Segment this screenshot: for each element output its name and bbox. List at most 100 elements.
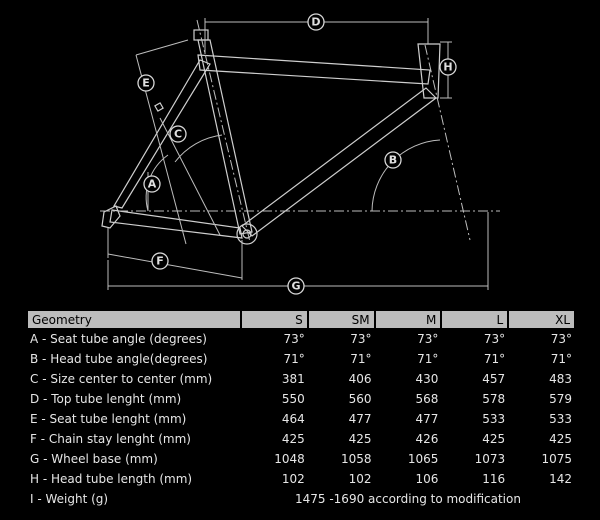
cell-value: 71° (417, 352, 439, 366)
cell-value: 464 (281, 412, 305, 426)
row-label: I - Weight (g) (30, 492, 109, 506)
label-d: D (307, 13, 325, 31)
cell-value: 426 (415, 432, 439, 446)
cell-value: 477 (348, 412, 372, 426)
cell-value: 102 (348, 472, 372, 486)
bottom-bracket-inner (242, 229, 252, 239)
cell-value: 406 (348, 372, 372, 386)
cell-value: 71° (550, 352, 572, 366)
chain-stay (109, 209, 243, 239)
label-a: A (143, 175, 161, 193)
header-size: SM (308, 311, 374, 328)
cell-value: 483 (549, 372, 572, 386)
table-row: E - Seat tube lenght (mm) 464 477 477 53… (28, 410, 574, 428)
seat-tube (197, 39, 253, 235)
label-b: B (384, 151, 402, 169)
bottom-bracket (236, 223, 258, 245)
row-label: E - Seat tube lenght (mm) (30, 412, 187, 426)
cell-value: 533 (549, 412, 572, 426)
cell-value: 1073 (474, 452, 506, 466)
cell-value: 430 (415, 372, 439, 386)
header-geometry: Geometry (28, 311, 240, 328)
table-row: B - Head tube angle(degrees) 71° 71° 71°… (28, 350, 574, 368)
table-row: C - Size center to center (mm) 381 406 4… (28, 370, 574, 388)
header-size: S (241, 311, 307, 328)
row-label: H - Head tube length (mm) (30, 472, 193, 486)
cell-value: 1048 (274, 452, 305, 466)
row-label: G - Wheel base (mm) (30, 452, 158, 466)
steering-axis-line (424, 44, 471, 241)
bottle-boss (154, 102, 164, 112)
svg-text:A: A (148, 178, 157, 191)
cell-value: 550 (281, 392, 305, 406)
cell-value: 73° (550, 332, 572, 346)
seat-stay (113, 59, 211, 209)
cell-value: 73° (483, 332, 506, 346)
row-label: C - Size center to center (mm) (30, 372, 213, 386)
cell-value: 560 (348, 392, 372, 406)
cell-value: 457 (482, 372, 506, 386)
header-size: M (375, 311, 441, 328)
dimension-lines (107, 18, 489, 290)
diagram-labels: D H E C A B F G (137, 13, 457, 295)
cell-value: 568 (415, 392, 439, 406)
table-row: A - Seat tube angle (degrees) 73° 73° 73… (28, 330, 574, 348)
head-tube (417, 43, 441, 99)
header-size: L (442, 311, 508, 328)
cell-value: 425 (348, 432, 372, 446)
svg-text:D: D (311, 16, 320, 29)
down-tube (241, 87, 437, 237)
center-lines (100, 19, 500, 243)
table-header-row: Geometry S SM M L XL (28, 311, 574, 328)
rear-dropout (101, 205, 121, 229)
svg-text:F: F (156, 255, 164, 268)
cell-value: 579 (549, 392, 572, 406)
svg-text:H: H (443, 61, 452, 74)
label-h: H (439, 58, 457, 76)
cell-value: 142 (549, 472, 572, 486)
cell-value: 71° (283, 352, 305, 366)
cell-value: 1065 (407, 452, 439, 466)
table-row: H - Head tube length (mm) 102 102 106 11… (28, 470, 574, 488)
cell-value: 425 (549, 432, 572, 446)
header-size: XL (509, 311, 574, 328)
svg-text:C: C (174, 128, 182, 141)
cell-value: 71° (483, 352, 506, 366)
cell-value: 71° (350, 352, 372, 366)
cell-value: 533 (482, 412, 506, 426)
cell-value: 425 (482, 432, 506, 446)
cell-value: 477 (415, 412, 439, 426)
cell-value: 425 (281, 432, 305, 446)
seat-axis-line (196, 19, 251, 243)
table-row: D - Top tube lenght (mm) 550 560 568 578… (28, 390, 574, 408)
cell-value: 102 (281, 472, 305, 486)
top-tube (197, 54, 431, 85)
table-row: F - Chain stay lenght (mm) 425 425 426 4… (28, 430, 574, 448)
svg-text:E: E (142, 77, 150, 90)
cell-value: 106 (415, 472, 439, 486)
cell-value: 578 (482, 392, 506, 406)
cell-value: 381 (281, 372, 305, 386)
cell-value: 73° (417, 332, 439, 346)
svg-text:B: B (389, 154, 397, 167)
weight-value: 1475 -1690 according to modification (294, 492, 521, 506)
cell-value: 1058 (341, 452, 372, 466)
row-label: D - Top tube lenght (mm) (30, 392, 182, 406)
row-label: F - Chain stay lenght (mm) (30, 432, 191, 446)
cell-value: 73° (350, 332, 372, 346)
seat-clamp (193, 29, 209, 41)
frame-tubes (101, 29, 441, 245)
cell-value: 73° (283, 332, 305, 346)
label-g: G (287, 277, 305, 295)
cell-value: 1075 (541, 452, 572, 466)
row-label: B - Head tube angle(degrees) (30, 352, 208, 366)
svg-text:G: G (291, 280, 300, 293)
frame-geometry-diagram: D H E C A B F G (100, 13, 500, 295)
row-label: A - Seat tube angle (degrees) (30, 332, 207, 346)
cell-value: 116 (482, 472, 506, 486)
table-row-weight: I - Weight (g) 1475 -1690 according to m… (28, 490, 574, 508)
label-e: E (137, 74, 155, 92)
table-row: G - Wheel base (mm) 1048 1058 1065 1073 … (28, 450, 574, 468)
geometry-table: Geometry S SM M L XL A - Seat tube angle… (26, 309, 576, 510)
label-c: C (169, 125, 187, 143)
